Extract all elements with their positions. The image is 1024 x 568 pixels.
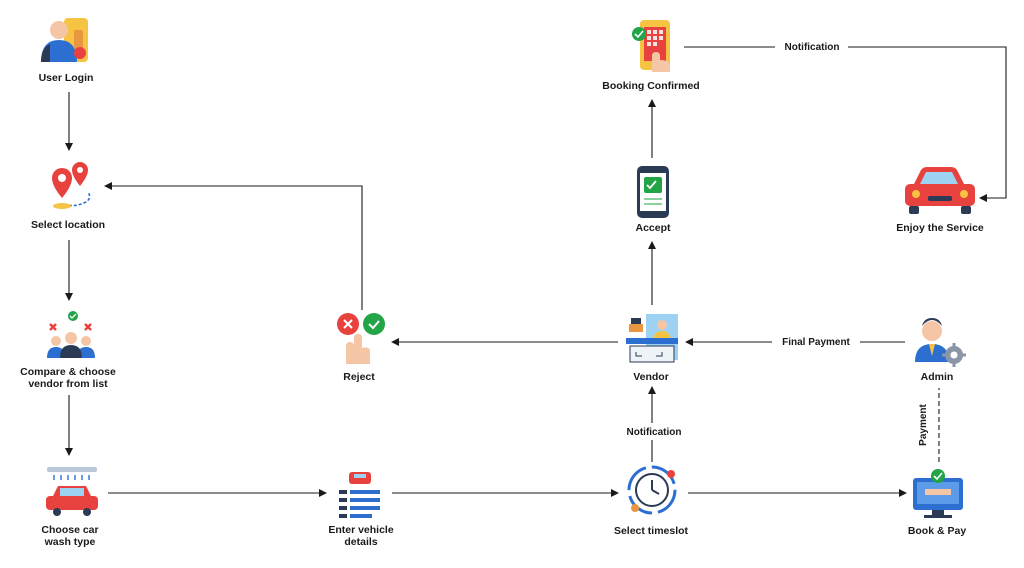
- edge-label-notification-top: Notification: [785, 42, 840, 53]
- node-label-compare-1: Compare & choose: [20, 366, 116, 378]
- node-compare-vendor: Compare & choose vendor from list: [20, 311, 116, 390]
- admin-gear-icon: [915, 318, 966, 367]
- map-pins-icon: [52, 162, 91, 209]
- node-label-admin: Admin: [921, 371, 954, 383]
- node-label-wash-1: Choose car: [41, 524, 98, 536]
- node-label-reject: Reject: [343, 371, 375, 383]
- reject-hand-icon: [337, 313, 385, 364]
- node-enjoy-service: Enjoy the Service: [896, 167, 984, 234]
- node-select-location: Select location: [31, 162, 105, 231]
- node-select-timeslot: Select timeslot: [614, 465, 689, 537]
- monitor-check-icon: [913, 469, 963, 518]
- node-label-compare-2: vendor from list: [28, 378, 108, 390]
- edge-confirmed-to-enjoy-b: [848, 46, 1007, 202]
- node-label-enjoy: Enjoy the Service: [896, 222, 984, 234]
- node-label-select-location: Select location: [31, 219, 105, 231]
- node-label-vehicle-2: details: [344, 536, 377, 548]
- phone-tap-icon: [632, 20, 670, 72]
- node-reject: Reject: [337, 313, 385, 383]
- node-booking-confirmed: Booking Confirmed: [602, 20, 700, 92]
- node-user-login: User Login: [39, 18, 94, 84]
- edge-label-notification-mid: Notification: [627, 427, 682, 438]
- vehicle-form-icon: [339, 472, 380, 518]
- node-accept: Accept: [635, 166, 671, 234]
- node-vendor: Vendor: [626, 314, 678, 383]
- car-wash-icon: [46, 467, 98, 516]
- node-label-vendor: Vendor: [633, 371, 669, 383]
- node-book-pay: Book & Pay: [908, 469, 967, 537]
- phone-check-icon: [637, 166, 669, 218]
- compare-people-icon: [47, 311, 95, 358]
- node-label-vehicle-1: Enter vehicle: [328, 524, 394, 536]
- red-car-icon: [905, 167, 975, 214]
- clock-icon: [627, 465, 677, 515]
- node-label-wash-2: wash type: [44, 536, 96, 548]
- node-label-timeslot: Select timeslot: [614, 525, 689, 537]
- edges: [65, 46, 1007, 497]
- edge-label-final-payment: Final Payment: [782, 337, 850, 348]
- node-label-user-login: User Login: [39, 72, 94, 84]
- node-vehicle-details: Enter vehicle details: [328, 472, 394, 548]
- edge-reject-to-location: [104, 182, 363, 310]
- vendor-shop-icon: [626, 314, 678, 363]
- edge-label-payment: Payment: [918, 403, 929, 445]
- node-label-booking-confirmed: Booking Confirmed: [602, 80, 699, 92]
- node-admin: Admin: [915, 318, 966, 383]
- node-label-book-pay: Book & Pay: [908, 525, 967, 537]
- user-key-icon: [41, 18, 88, 62]
- node-choose-wash: Choose car wash type: [41, 467, 99, 548]
- node-label-accept: Accept: [635, 222, 671, 234]
